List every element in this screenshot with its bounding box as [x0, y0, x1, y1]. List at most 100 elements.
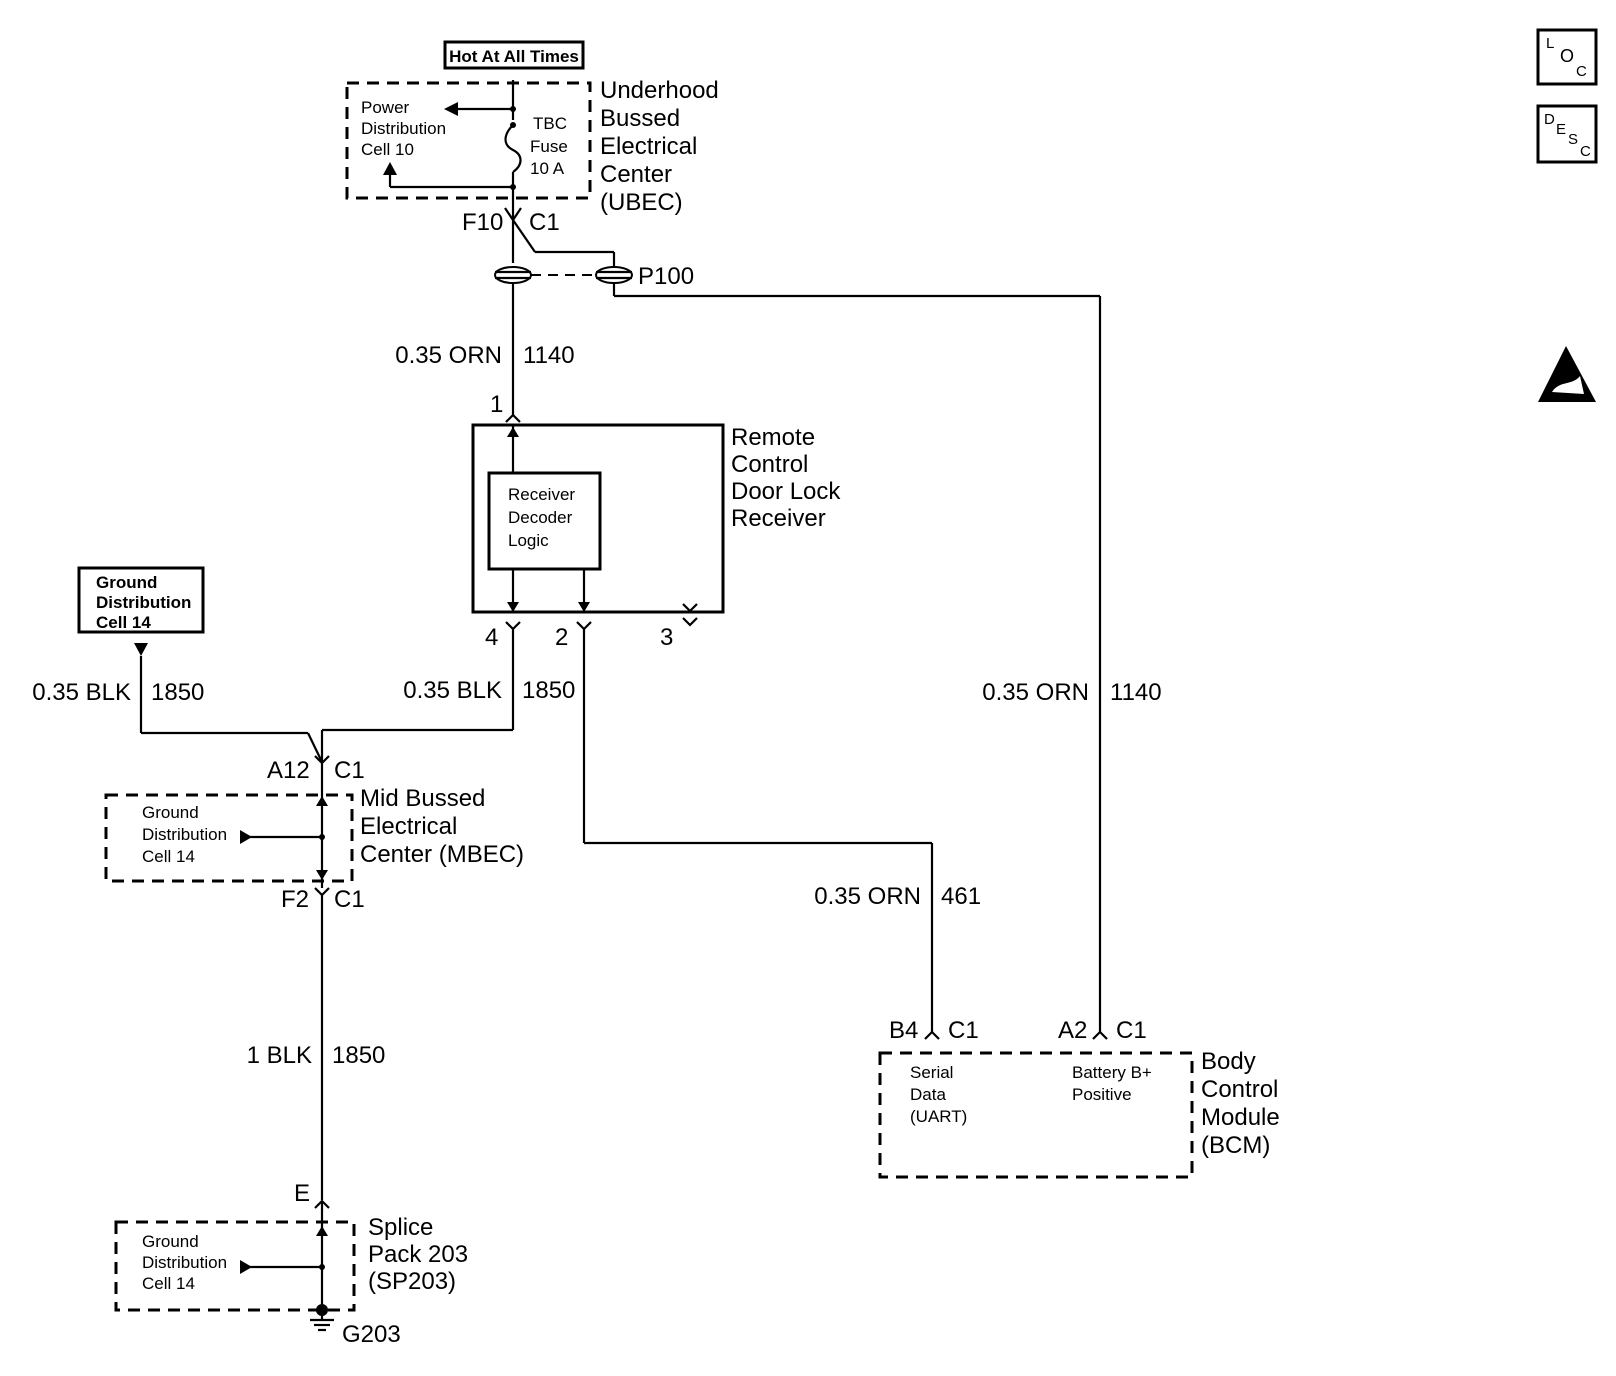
pdc-arrow-up-icon	[383, 162, 397, 175]
connector-pin-2-icon	[576, 621, 592, 631]
mbec-bottom-pin: F2	[281, 886, 309, 913]
mbec-dashed-box	[104, 793, 354, 883]
sp203-name-3: (SP203)	[368, 1268, 456, 1295]
hot-at-all-times-box	[443, 40, 585, 70]
ubec-fuse-line-1: TBC	[533, 114, 567, 133]
pdc-arrow-left-icon	[444, 102, 458, 116]
ground-cell-2: Distribution	[96, 593, 191, 612]
ubec-dashed-box	[345, 81, 592, 200]
bcm-name-3: Module	[1201, 1104, 1280, 1131]
bcm-dashed-box	[878, 1051, 1194, 1179]
sp203-pin: E	[294, 1180, 310, 1207]
ubec-name-5: (UBEC)	[600, 189, 683, 216]
rcdlr-inner-3: Logic	[508, 531, 549, 550]
bcm-pin-b4: B4	[889, 1017, 918, 1044]
wire-d-spec: 0.35 ORN	[982, 679, 1089, 706]
wire-e-circuit: 461	[941, 883, 981, 910]
ubec-fuse-line-3: 10 A	[530, 159, 565, 178]
mbec-inner-3: Cell 14	[142, 847, 195, 866]
rcdlr-inner-1: Receiver	[508, 485, 575, 504]
sp203-inner-1: Ground	[142, 1232, 199, 1251]
bcm-serial-1: Serial	[910, 1063, 953, 1082]
bcm-battery-2: Positive	[1072, 1085, 1132, 1104]
mbec-name-3: Center (MBEC)	[360, 841, 524, 868]
connector-pin-3-icon	[682, 617, 698, 627]
mbec-top-pin: A12	[267, 757, 310, 784]
mbec-top-conn: C1	[334, 757, 365, 784]
wire-f-circuit: 1850	[332, 1042, 385, 1069]
wire-a-spec: 0.35 ORN	[395, 342, 502, 369]
sp203-dashed-box	[114, 1220, 356, 1312]
sp203-name-2: Pack 203	[368, 1241, 468, 1268]
rcdlr-inner-2: Decoder	[508, 508, 573, 527]
ground-cell-1: Ground	[96, 573, 157, 592]
p100-connector-right-icon	[595, 266, 633, 284]
rcdlr-decoder-box	[487, 471, 602, 571]
rcdlr-name-2: Control	[731, 451, 808, 478]
svg-text:S: S	[1568, 131, 1578, 148]
connector-pin-4-icon	[505, 621, 521, 631]
sp203-ground-arrow-icon	[240, 1260, 252, 1274]
svg-text:C: C	[1580, 143, 1591, 160]
ground-cell-box	[77, 566, 205, 634]
mbec-inner-2: Distribution	[142, 825, 227, 844]
rcdlr-pin-2: 2	[555, 624, 568, 651]
ubec-name-2: Bussed	[600, 105, 680, 132]
mbec-ground-arrow-icon	[240, 830, 252, 844]
bcm-name-1: Body	[1201, 1048, 1256, 1075]
bcm-name-4: (BCM)	[1201, 1132, 1270, 1159]
rcdlr-pin-4: 4	[485, 624, 498, 651]
connector-a2-icon	[1092, 1030, 1108, 1040]
bcm-serial-2: Data	[910, 1085, 946, 1104]
wire-a-circuit: 1140	[523, 342, 575, 369]
ubec-pin-f10: F10	[462, 209, 503, 236]
svg-text:D: D	[1544, 111, 1555, 128]
wire-b-spec: 0.35 BLK	[32, 679, 131, 706]
mbec-inner-1: Ground	[142, 803, 199, 822]
wire-f-spec: 1 BLK	[247, 1042, 312, 1069]
hot-at-all-times-label: Hot At All Times	[449, 47, 579, 66]
ubec-pdc-line-3: Cell 10	[361, 140, 414, 159]
p100-connector-left-icon	[494, 266, 532, 284]
loc-button[interactable]: L O C	[1536, 28, 1598, 86]
bcm-name-2: Control	[1201, 1076, 1278, 1103]
wire-b-circuit: 1850	[151, 679, 204, 706]
bcm-pin-a2: A2	[1058, 1017, 1087, 1044]
sp203-ground-label: G203	[342, 1321, 401, 1348]
bcm-battery-1: Battery B+	[1072, 1063, 1152, 1082]
p100-label: P100	[638, 263, 694, 290]
bcm-conn-b4: C1	[948, 1017, 979, 1044]
ubec-fuse-line-2: Fuse	[530, 137, 568, 156]
ubec-name-3: Electrical	[600, 133, 697, 160]
connector-b4-icon	[924, 1030, 940, 1040]
ground-cell-arrow-icon	[134, 643, 148, 656]
wire-c-spec: 0.35 BLK	[403, 677, 502, 704]
rcdlr-pin-3: 3	[660, 624, 673, 651]
ubec-conn-c1: C1	[529, 209, 560, 236]
ubec-pdc-line-1: Power	[361, 98, 410, 117]
ground-icon	[310, 1318, 334, 1332]
fuse-icon	[504, 124, 522, 173]
esd-warning-icon	[1538, 346, 1596, 402]
mbec-bottom-conn: C1	[334, 886, 365, 913]
ground-cell-3: Cell 14	[96, 613, 151, 632]
ubec-name-4: Center	[600, 161, 672, 188]
svg-text:E: E	[1556, 121, 1566, 138]
sp203-inner-3: Cell 14	[142, 1274, 195, 1293]
wire-c-circuit: 1850	[522, 677, 575, 704]
ubec-name-1: Underhood	[600, 77, 719, 104]
wire-e-spec: 0.35 ORN	[814, 883, 921, 910]
rcdlr-name-3: Door Lock	[731, 478, 841, 505]
ubec-pdc-line-2: Distribution	[361, 119, 446, 138]
desc-button[interactable]: D E S C	[1536, 104, 1598, 164]
svg-text:C: C	[1576, 63, 1587, 80]
rcdlr-name-1: Remote	[731, 424, 815, 451]
svg-text:O: O	[1560, 46, 1574, 66]
wire-d-circuit: 1140	[1110, 679, 1162, 706]
mbec-name-1: Mid Bussed	[360, 785, 485, 812]
bcm-serial-3: (UART)	[910, 1107, 967, 1126]
sp203-name-1: Splice	[368, 1214, 433, 1241]
sp203-inner-2: Distribution	[142, 1253, 227, 1272]
rcdlr-box	[471, 423, 725, 614]
